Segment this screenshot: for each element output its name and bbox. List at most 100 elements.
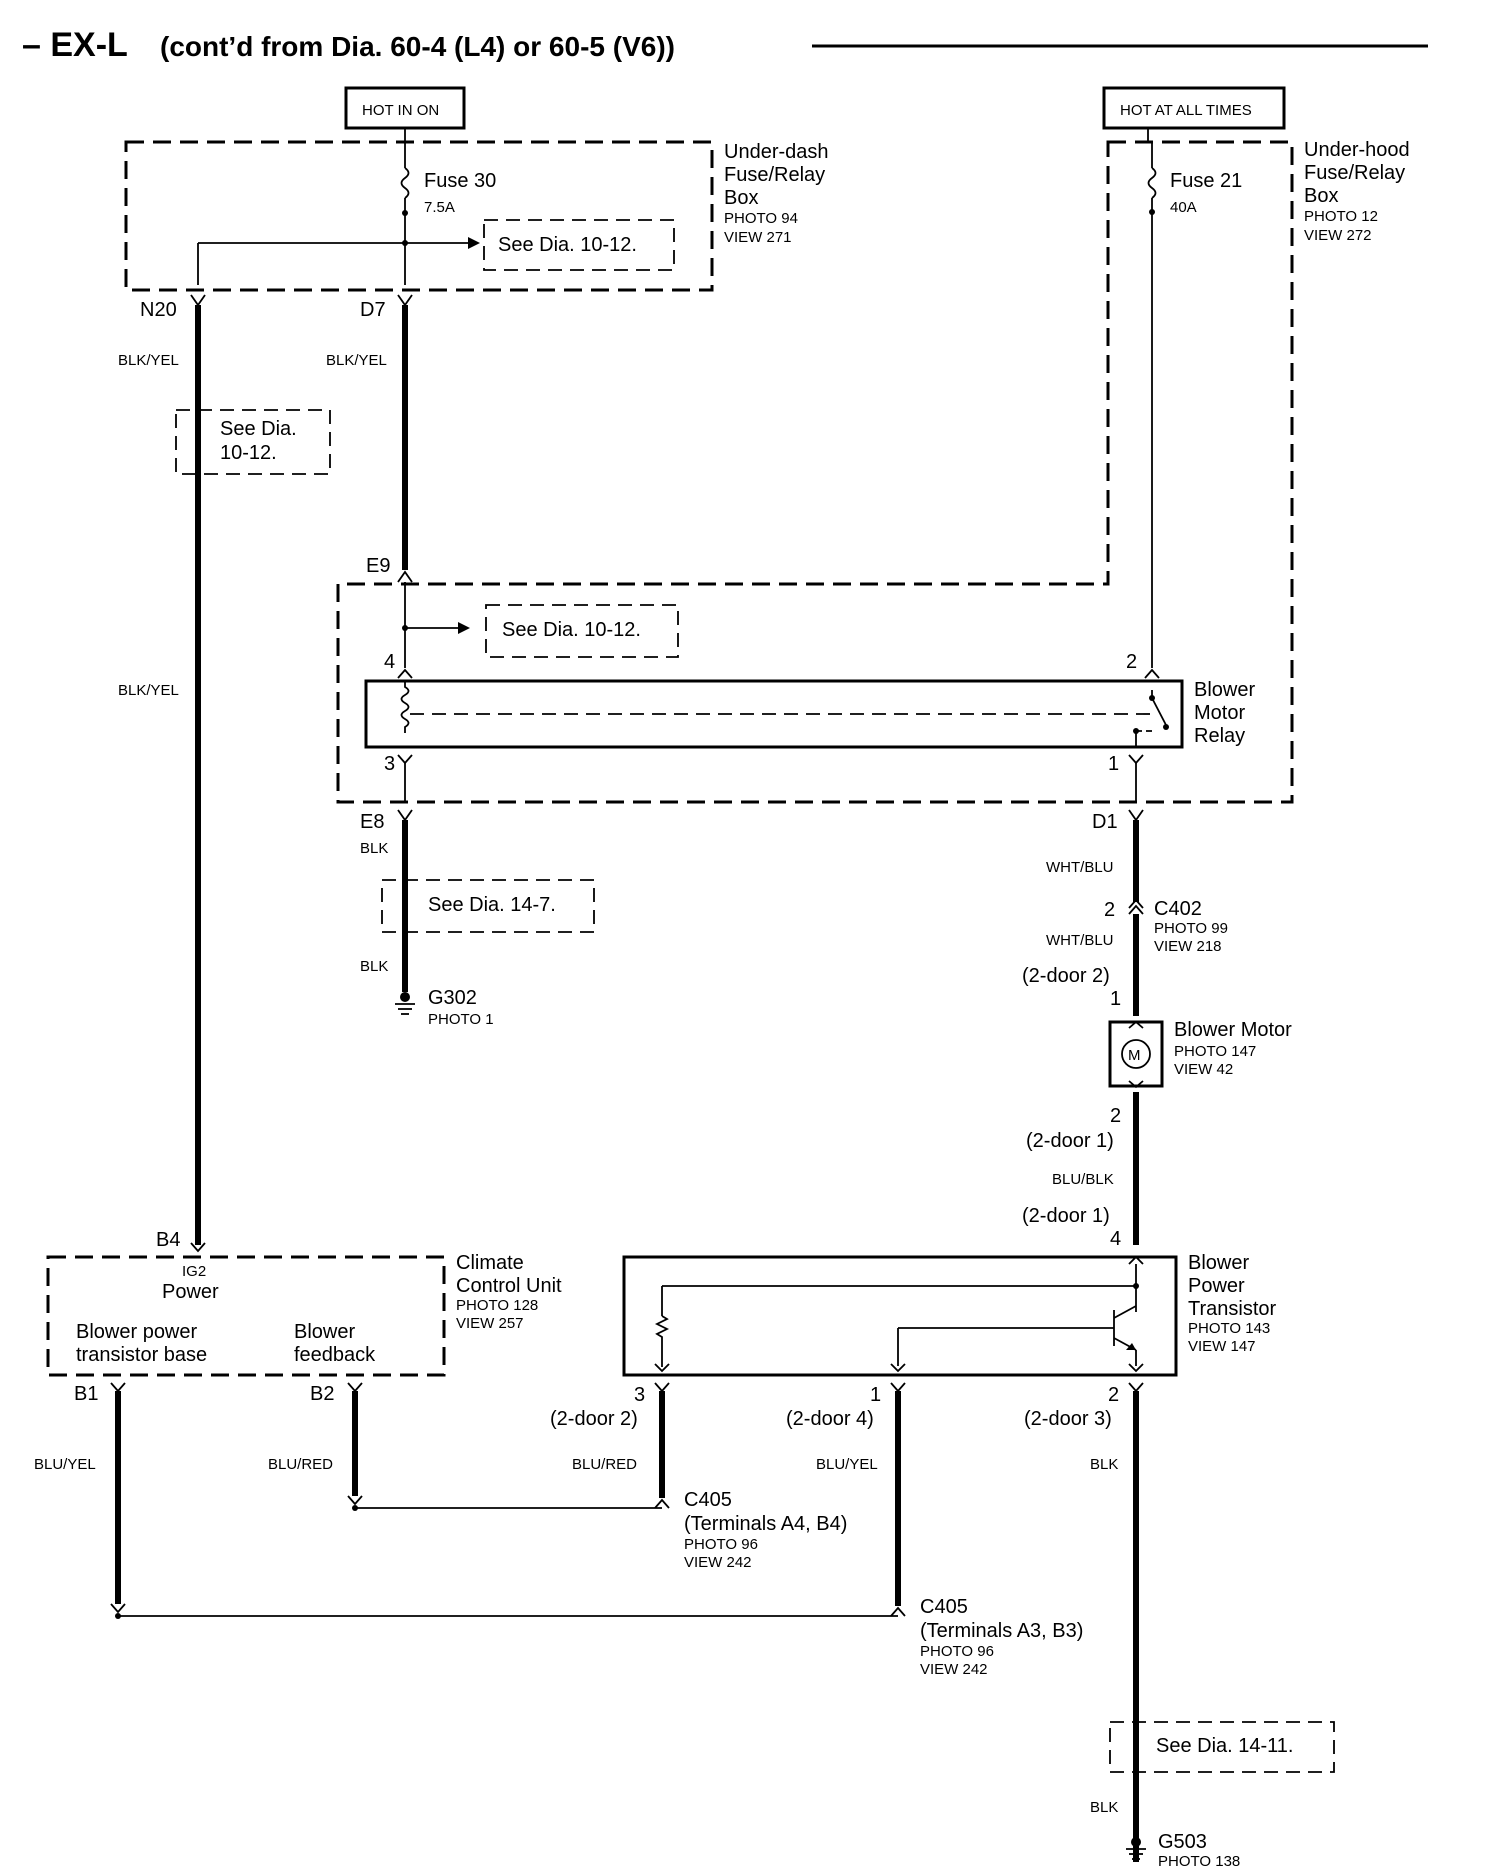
g302-photo: PHOTO 1 (428, 1011, 494, 1028)
ccu-name-1: Climate (456, 1252, 524, 1274)
door-note-bpt-3: (2-door 3) (1024, 1408, 1112, 1430)
ccu-view: VIEW 257 (456, 1315, 524, 1332)
ref-dia-10-12-left-text-2: 10-12. (220, 442, 277, 464)
wire-color-bpt-3: BLU/RED (572, 1456, 637, 1473)
ref-dia-10-12-left-text-1: See Dia. (220, 418, 297, 440)
terminal-e9: E9 (366, 555, 390, 577)
fuse-21-label: Fuse 21 (1170, 170, 1242, 192)
ccu-ig2: IG2 (182, 1263, 206, 1280)
ground-g302-icon (395, 992, 415, 1015)
wire-color-e8-1: BLK (360, 840, 388, 857)
fuse-21-icon (1147, 167, 1157, 199)
c405-a4-photo: PHOTO 96 (684, 1536, 758, 1553)
ccu-base-2: transistor base (76, 1344, 207, 1366)
c405-a4-terminals: (Terminals A4, B4) (684, 1513, 847, 1535)
arrow-icon (468, 237, 480, 249)
fuse-21-rating: 40A (1170, 199, 1197, 216)
underdash-box-view: VIEW 271 (724, 229, 792, 246)
hot-in-on-label: HOT IN ON (362, 102, 439, 119)
motor-icon (1121, 1039, 1151, 1069)
relay-pin-4: 4 (384, 651, 395, 673)
c402-pin: 2 (1104, 899, 1115, 921)
connector-c405-a3-icon (890, 1606, 906, 1617)
connector-d7-icon (397, 294, 413, 307)
bpt-name-3: Transistor (1188, 1298, 1277, 1320)
resistor-icon (654, 1315, 670, 1367)
underhood-box-name-1: Under-hood (1304, 139, 1410, 161)
ref-dia-14-11 (1109, 1721, 1335, 1773)
terminal-d7: D7 (360, 299, 386, 321)
terminal-b2: B2 (310, 1383, 334, 1405)
ref-dia-10-12-mid (485, 604, 679, 658)
diagram-subtitle: (cont’d from Dia. 60-4 (L4) or 60-5 (V6)… (160, 31, 675, 62)
climate-control-unit: IG2 Power Blower power transistor base B… (46, 1255, 446, 1377)
connector-b4-icon (190, 1242, 206, 1253)
blower-motor-photo: PHOTO 147 (1174, 1043, 1256, 1060)
fuse-30-label: Fuse 30 (424, 170, 496, 192)
terminal-e8: E8 (360, 811, 384, 833)
ccu-power: Power (162, 1281, 219, 1303)
connector-e8-icon (397, 809, 413, 822)
wire-color-n20-2: BLK/YEL (118, 682, 179, 699)
underhood-box-name-2: Fuse/Relay (1304, 162, 1405, 184)
terminal-b1: B1 (74, 1383, 98, 1405)
ref-dia-10-12-top (483, 219, 675, 271)
c405-a4-view: VIEW 242 (684, 1554, 752, 1571)
wire-color-e8-2: BLK (360, 958, 388, 975)
wire-color-d1: WHT/BLU (1046, 859, 1114, 876)
relay-name-2: Motor (1194, 702, 1245, 724)
bpt-name-1: Blower (1188, 1252, 1249, 1274)
connector-b2-icon (347, 1382, 363, 1393)
door-note-motor-1: (2-door 1) (1026, 1130, 1114, 1152)
bpt-photo: PHOTO 143 (1188, 1320, 1270, 1337)
connector-d1-icon (1128, 809, 1144, 822)
wire-color-b1: BLU/YEL (34, 1456, 96, 1473)
underdash-box-name-3: Box (724, 187, 758, 209)
g503-photo: PHOTO 138 (1158, 1853, 1240, 1870)
ref-dia-10-12-left (175, 409, 331, 475)
relay-name-3: Relay (1194, 725, 1245, 747)
connector-c402-icon (1128, 898, 1144, 909)
ccu-feedback-2: feedback (294, 1344, 376, 1366)
connector-n20-icon (190, 294, 206, 307)
underdash-box-photo: PHOTO 94 (724, 210, 798, 227)
ground-g503-icon (1126, 1837, 1146, 1860)
c405-a3-terminals: (Terminals A3, B3) (920, 1620, 1083, 1642)
underhood-box-photo: PHOTO 12 (1304, 208, 1378, 225)
c402-view: VIEW 218 (1154, 938, 1222, 955)
connector-c405-a4-icon (654, 1498, 670, 1509)
connector-b1-icon (110, 1382, 126, 1393)
bpt-pin-2: 2 (1108, 1384, 1119, 1406)
wire-color-d7: BLK/YEL (326, 352, 387, 369)
wire-color-motor-bpt: BLU/BLK (1052, 1171, 1114, 1188)
wire-color-c402: WHT/BLU (1046, 932, 1114, 949)
terminal-n20: N20 (140, 299, 177, 321)
bpt-name-2: Power (1188, 1275, 1245, 1297)
relay-coil-icon (400, 681, 410, 733)
underdash-fuse-relay-box: Under-dash Fuse/Relay Box PHOTO 94 VIEW … (124, 140, 829, 292)
g503-name: G503 (1158, 1831, 1207, 1853)
ref-dia-14-11-text: See Dia. 14-11. (1156, 1735, 1294, 1757)
relay-pin-1: 1 (1108, 753, 1119, 775)
door-note-bpt-4: (2-door 4) (786, 1408, 874, 1430)
blower-power-transistor (622, 1255, 1178, 1377)
connector-e9-icon (397, 570, 413, 583)
arrow-icon (458, 622, 470, 634)
fuse-30-rating: 7.5A (424, 199, 455, 216)
ccu-base-1: Blower power (76, 1321, 198, 1343)
ref-dia-10-12-mid-text: See Dia. 10-12. (502, 619, 641, 641)
underhood-box-view: VIEW 272 (1304, 227, 1372, 244)
door-note-motor-2: (2-door 2) (1022, 965, 1110, 987)
wire-color-bpt-1: BLU/YEL (816, 1456, 878, 1473)
relay-switch-icon (1151, 697, 1167, 726)
blower-motor-relay (364, 679, 1184, 749)
connector-bpt-1-icon (890, 1382, 906, 1393)
underdash-box-name-2: Fuse/Relay (724, 164, 825, 186)
blower-motor-name: Blower Motor (1174, 1019, 1292, 1041)
bpt-pin-1: 1 (870, 1384, 881, 1406)
wire-color-bpt-2: BLK (1090, 1456, 1118, 1473)
relay-pin-2: 2 (1126, 651, 1137, 673)
terminal-b4: B4 (156, 1229, 180, 1251)
ref-dia-10-12-top-text: See Dia. 10-12. (498, 234, 637, 256)
bpt-view: VIEW 147 (1188, 1338, 1256, 1355)
